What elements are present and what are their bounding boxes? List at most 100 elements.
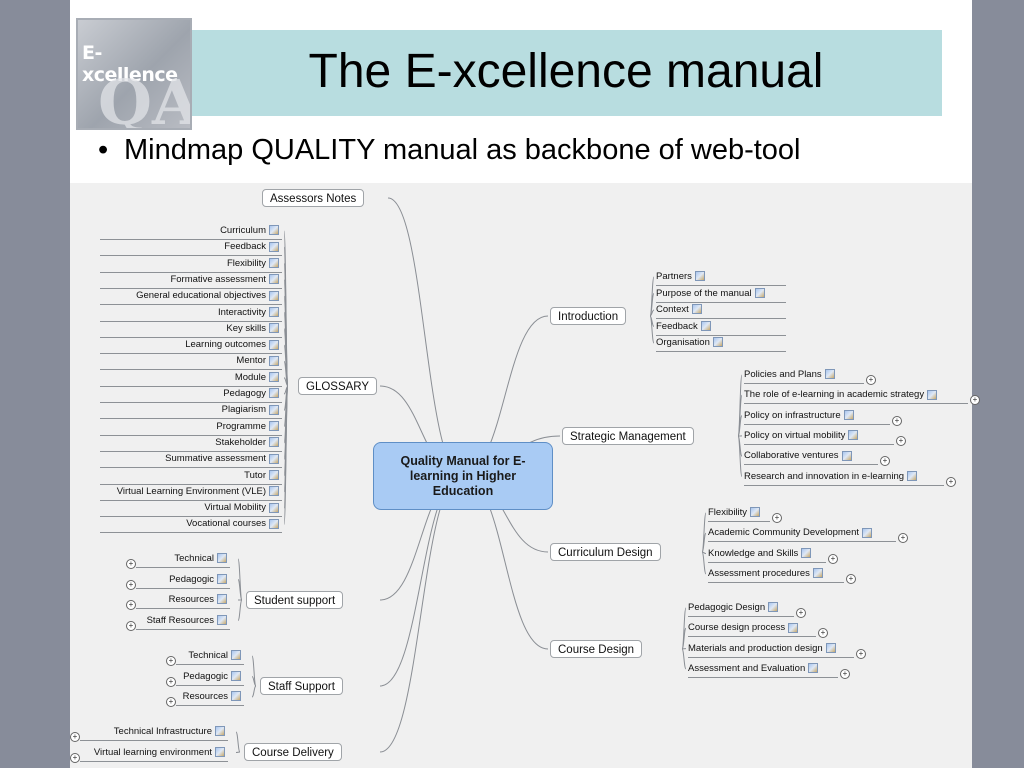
note-icon[interactable] — [269, 339, 279, 350]
note-icon[interactable] — [269, 225, 279, 236]
course-design-item-course-design-process[interactable]: Course design process — [688, 620, 816, 638]
topic-staff-support[interactable]: Staff Support — [260, 677, 343, 695]
glossary-item-programme[interactable]: Programme — [100, 419, 282, 436]
glossary-item-flexibility[interactable]: Flexibility — [100, 256, 282, 273]
expand-icon[interactable]: + — [166, 656, 176, 666]
expand-icon[interactable]: + — [896, 435, 906, 446]
note-icon[interactable] — [801, 548, 812, 559]
note-icon[interactable] — [269, 404, 279, 415]
note-icon[interactable] — [231, 691, 241, 702]
strategic-item-policies-and-plans[interactable]: Policies and Plans — [744, 367, 864, 384]
note-icon[interactable] — [841, 450, 852, 461]
note-icon[interactable] — [843, 410, 854, 421]
glossary-item-summative-assessment[interactable]: Summative assessment — [100, 451, 282, 469]
note-icon[interactable] — [269, 453, 279, 464]
staff-support-item-pedagogic[interactable]: Pedagogic — [176, 669, 244, 686]
expand-icon[interactable]: + — [880, 456, 890, 467]
student-support-item-resources[interactable]: Resources — [136, 592, 230, 609]
glossary-item-plagiarism[interactable]: Plagiarism — [100, 402, 282, 420]
introduction-item-purpose-of-the-manual[interactable]: Purpose of the manual — [656, 286, 786, 303]
note-icon[interactable] — [754, 287, 765, 298]
staff-support-item-technical[interactable]: Technical — [176, 648, 244, 665]
note-icon[interactable] — [217, 553, 227, 564]
glossary-item-general-educational-objectives[interactable]: General educational objectives — [100, 288, 282, 306]
expand-icon[interactable]: + — [166, 676, 176, 687]
course-delivery-item-virtual-learning-environment[interactable]: Virtual learning environment — [80, 745, 228, 762]
note-icon[interactable] — [269, 372, 279, 383]
introduction-item-context[interactable]: Context — [656, 302, 786, 319]
note-icon[interactable] — [269, 306, 279, 317]
note-icon[interactable] — [215, 726, 225, 737]
note-icon[interactable] — [700, 320, 711, 331]
note-icon[interactable] — [269, 502, 279, 513]
glossary-item-virtual-mobility[interactable]: Virtual Mobility — [100, 500, 282, 518]
glossary-item-module[interactable]: Module — [100, 370, 282, 387]
note-icon[interactable] — [217, 573, 227, 584]
expand-icon[interactable]: + — [126, 579, 136, 590]
expand-icon[interactable]: + — [818, 628, 828, 639]
note-icon[interactable] — [812, 568, 823, 579]
topic-introduction[interactable]: Introduction — [550, 307, 627, 325]
course-design-item-assessment-and-evaluation[interactable]: Assessment and Evaluation — [688, 661, 838, 678]
expand-icon[interactable]: + — [126, 559, 136, 569]
expand-icon[interactable]: + — [166, 697, 176, 707]
note-icon[interactable] — [269, 274, 279, 285]
course-delivery-item-technical-infrastructure[interactable]: Technical Infrastructure — [80, 724, 228, 741]
glossary-item-learning-outcomes[interactable]: Learning outcomes — [100, 337, 282, 355]
note-icon[interactable] — [269, 518, 279, 529]
topic-course-design[interactable]: Course Design — [550, 640, 643, 658]
expand-icon[interactable]: + — [892, 415, 902, 426]
note-icon[interactable] — [269, 421, 279, 432]
note-icon[interactable] — [269, 469, 279, 480]
expand-icon[interactable]: + — [846, 573, 856, 584]
strategic-item-policy-on-virtual-mobility[interactable]: Policy on virtual mobility — [744, 428, 894, 445]
curriculum-item-flexibility[interactable]: Flexibility — [708, 505, 770, 522]
glossary-item-feedback[interactable]: Feedback — [100, 239, 282, 257]
glossary-item-key-skills[interactable]: Key skills — [100, 321, 282, 338]
glossary-item-curriculum[interactable]: Curriculum — [100, 223, 282, 240]
expand-icon[interactable]: + — [856, 648, 866, 659]
note-icon[interactable] — [217, 614, 227, 625]
strategic-item-policy-on-infrastructure[interactable]: Policy on infrastructure — [744, 408, 890, 425]
note-icon[interactable] — [269, 258, 279, 269]
student-support-item-pedagogic[interactable]: Pedagogic — [136, 572, 230, 589]
topic-strategic-management[interactable]: Strategic Management — [562, 427, 694, 445]
topic-curriculum-design[interactable]: Curriculum Design — [550, 543, 661, 561]
expand-icon[interactable]: + — [828, 553, 838, 564]
introduction-item-feedback[interactable]: Feedback — [656, 319, 786, 336]
note-icon[interactable] — [907, 470, 918, 481]
course-design-item-materials-and-production-design[interactable]: Materials and production design — [688, 641, 854, 658]
note-icon[interactable] — [694, 271, 705, 282]
topic-course-delivery[interactable]: Course Delivery — [244, 743, 342, 761]
glossary-item-stakeholder[interactable]: Stakeholder — [100, 435, 282, 452]
glossary-item-vocational-courses[interactable]: Vocational courses — [100, 516, 282, 534]
note-icon[interactable] — [269, 355, 279, 366]
note-icon[interactable] — [231, 670, 241, 681]
curriculum-item-academic-community-development[interactable]: Academic Community Development — [708, 525, 896, 543]
glossary-item-pedagogy[interactable]: Pedagogy — [100, 386, 282, 403]
student-support-item-staff-resources[interactable]: Staff Resources — [136, 613, 230, 630]
note-icon[interactable] — [269, 323, 279, 334]
central-topic[interactable]: Quality Manual for E-learning in Higher … — [373, 442, 553, 510]
topic-student-support[interactable]: Student support — [246, 591, 344, 609]
note-icon[interactable] — [825, 643, 836, 654]
introduction-item-partners[interactable]: Partners — [656, 269, 786, 286]
note-icon[interactable] — [691, 304, 702, 315]
expand-icon[interactable]: + — [126, 620, 136, 631]
note-icon[interactable] — [927, 389, 938, 400]
note-icon[interactable] — [269, 388, 279, 399]
note-icon[interactable] — [808, 663, 819, 674]
expand-icon[interactable]: + — [866, 375, 876, 385]
glossary-item-formative-assessment[interactable]: Formative assessment — [100, 272, 282, 289]
note-icon[interactable] — [269, 437, 279, 448]
topic-glossary[interactable]: GLOSSARY — [298, 377, 378, 395]
note-icon[interactable] — [712, 337, 723, 348]
curriculum-item-assessment-procedures[interactable]: Assessment procedures — [708, 566, 844, 583]
glossary-item-virtual-learning-environment-vle[interactable]: Virtual Learning Environment (VLE) — [100, 484, 282, 501]
note-icon[interactable] — [269, 486, 279, 497]
expand-icon[interactable]: + — [70, 732, 80, 742]
strategic-item-the-role-of-e-learning-in-academic-strategy[interactable]: The role of e-learning in academic strat… — [744, 387, 968, 405]
expand-icon[interactable]: + — [898, 533, 908, 544]
strategic-item-research-and-innovation-in-e-learning[interactable]: Research and innovation in e-learning — [744, 469, 944, 486]
expand-icon[interactable]: + — [70, 752, 80, 763]
